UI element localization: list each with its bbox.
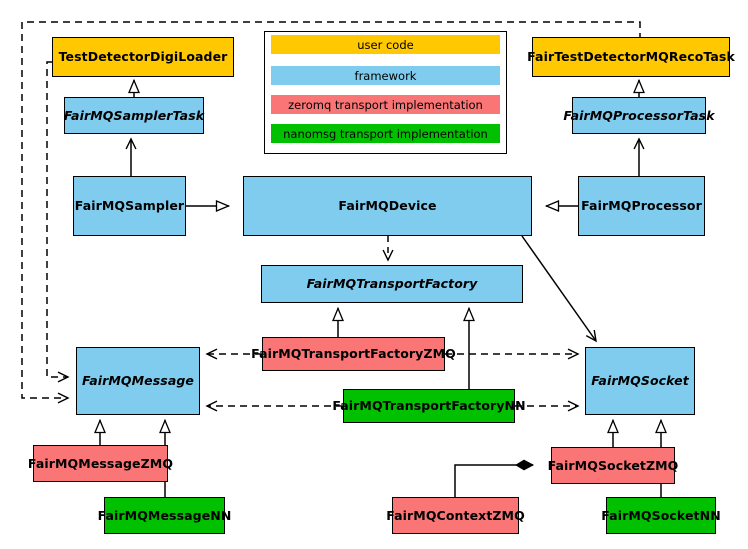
class-node-fairmqsocketnn[interactable]: FairMQSocketNN xyxy=(601,497,721,534)
edge-device-to-socket xyxy=(521,235,596,341)
class-node-fairmqdevice[interactable]: FairMQDevice xyxy=(243,176,532,236)
legend-label-zeromq: zeromq transport implementation xyxy=(288,97,483,112)
class-label: FairMQSamplerTask xyxy=(63,107,205,123)
legend-item-zeromq: zeromq transport implementation xyxy=(271,95,500,114)
class-node-fairmqtransportfactory[interactable]: FairMQTransportFactory xyxy=(261,265,523,303)
class-label: FairMQDevice xyxy=(338,198,437,214)
class-label: FairMQMessageZMQ xyxy=(27,455,174,471)
class-label: FairMQTransportFactoryNN xyxy=(332,398,526,414)
class-label: FairMQSampler xyxy=(74,198,185,214)
class-node-fairmqsocket[interactable]: FairMQSocket xyxy=(585,347,695,415)
edge-digiloader-to-message xyxy=(46,61,68,377)
class-label: FairMQSocket xyxy=(591,373,689,389)
class-label: FairMQSocketZMQ xyxy=(547,457,679,473)
class-label: FairMQMessage xyxy=(81,373,194,389)
class-node-fairmqsocketzmq[interactable]: FairMQSocketZMQ xyxy=(548,447,678,484)
class-node-fairmqmessagenn[interactable]: FairMQMessageNN xyxy=(98,497,231,534)
class-node-fairtestdetectormqrecotask[interactable]: FairTestDetectorMQRecoTask xyxy=(527,37,735,77)
legend-item-nanomsg: nanomsg transport implementation xyxy=(271,124,500,143)
class-node-fairmqsamplertask[interactable]: FairMQSamplerTask xyxy=(64,97,204,134)
class-label: FairMQMessageNN xyxy=(97,507,232,523)
class-label: FairMQTransportFactoryZMQ xyxy=(251,346,456,362)
class-label: FairMQTransportFactory xyxy=(306,276,478,292)
class-node-fairmqsampler[interactable]: FairMQSampler xyxy=(73,176,186,236)
class-label: FairMQProcessor xyxy=(581,198,702,214)
legend-label-nanomsg: nanomsg transport implementation xyxy=(283,126,488,141)
legend-item-framework: framework xyxy=(271,66,500,85)
class-label: TestDetectorDigiLoader xyxy=(58,49,228,65)
legend-item-user-code: user code xyxy=(271,35,500,54)
class-node-fairmqtransportfactoryzmq[interactable]: FairMQTransportFactoryZMQ xyxy=(251,337,456,371)
class-node-fairmqcontextzmq[interactable]: FairMQContextZMQ xyxy=(386,497,525,534)
class-label: FairMQProcessorTask xyxy=(563,107,715,123)
class-label: FairMQSocketNN xyxy=(601,507,721,523)
class-node-testdetectordigiloader[interactable]: TestDetectorDigiLoader xyxy=(52,37,234,77)
class-node-fairmqtransportfactorynn[interactable]: FairMQTransportFactoryNN xyxy=(332,389,526,423)
edge-socketzmq-contextzmq-composition xyxy=(454,459,535,497)
class-label: FairTestDetectorMQRecoTask xyxy=(527,49,735,65)
class-node-fairmqprocessor[interactable]: FairMQProcessor xyxy=(578,176,705,236)
class-label: FairMQContextZMQ xyxy=(386,507,525,523)
class-node-fairmqmessage[interactable]: FairMQMessage xyxy=(76,347,200,415)
class-node-fairmqmessagezmq[interactable]: FairMQMessageZMQ xyxy=(28,445,173,482)
legend-label-user-code: user code xyxy=(357,37,414,52)
class-node-fairmqprocessortask[interactable]: FairMQProcessorTask xyxy=(563,97,715,134)
legend-label-framework: framework xyxy=(354,68,417,83)
